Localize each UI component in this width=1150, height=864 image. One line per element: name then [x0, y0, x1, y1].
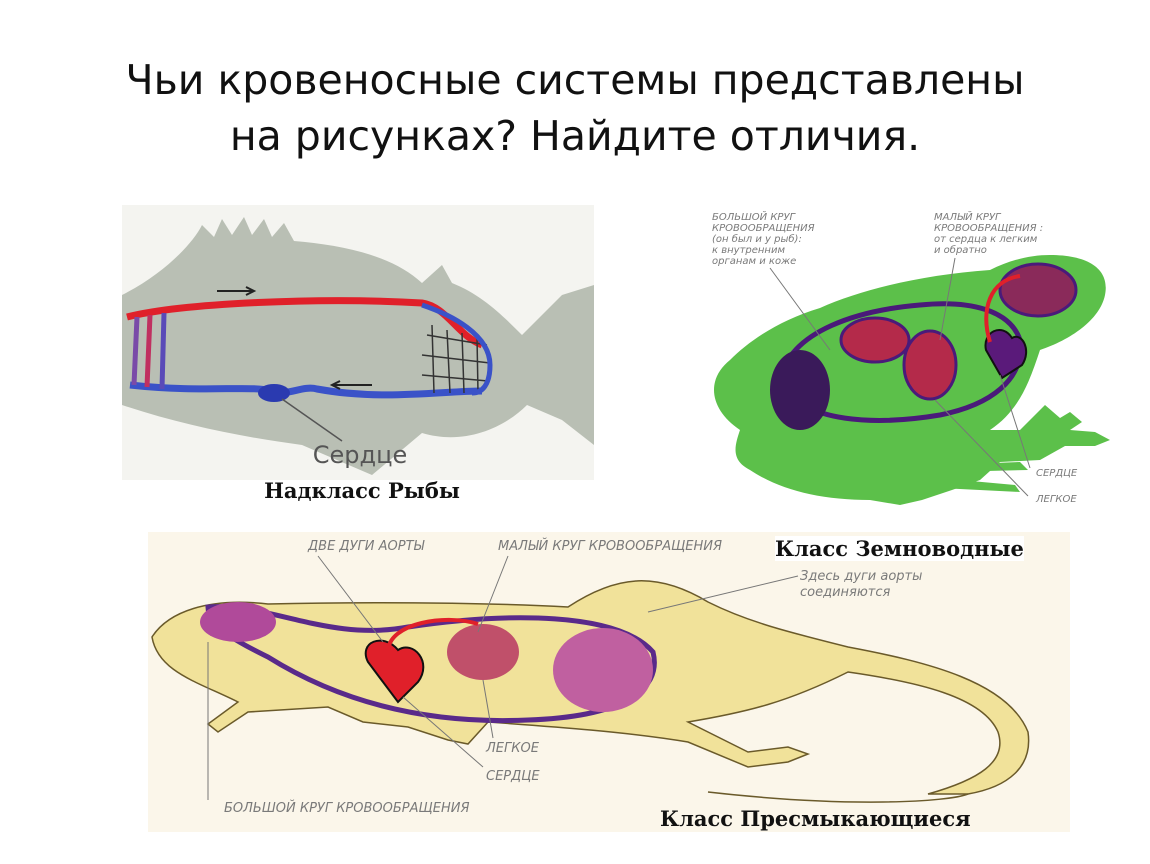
slide-title: Чьи кровеносные системы представлены на …	[0, 52, 1150, 164]
fish-capillary-loop	[421, 302, 493, 396]
fish-caption: Надкласс Рыбы	[264, 478, 460, 503]
fish-heart	[258, 384, 290, 402]
lizard-caption: Класс Пресмыкающиеся	[660, 806, 971, 831]
frog-aorta	[984, 274, 1021, 343]
lizard-join-pointer	[647, 575, 799, 613]
frog-small-pointer	[939, 257, 956, 341]
lizard-heart-label: СЕРДЦЕ	[486, 769, 540, 784]
lizard-head-capillaries	[200, 602, 276, 642]
frog-legs	[938, 462, 1028, 492]
lizard-tail	[707, 791, 969, 803]
lizard-small-circle-label: МАЛЫЙ КРУГ КРОВООБРАЩЕНИЯ	[498, 538, 722, 554]
fish-heart-label: Сердце	[313, 441, 407, 469]
flow-arrow-top	[217, 286, 257, 296]
frog-big-pointer	[769, 267, 831, 351]
frog-lung-left	[839, 316, 911, 364]
lizard-arches-join-2: соединяются	[800, 585, 891, 600]
svg-text:от сердца к легким: от сердца к легким	[934, 234, 1038, 245]
frog-heart-pointer	[999, 374, 1031, 469]
lizard-diagram: ДВЕ ДУГИ АОРТЫ МАЛЫЙ КРУГ КРОВООБРАЩЕНИЯ…	[151, 538, 1030, 816]
lizard-lung	[447, 624, 519, 680]
frog-small-circle-label: МАЛЫЙ КРУГ КРОВООБРАЩЕНИЯ : от сердца к …	[934, 210, 1043, 256]
frog-caption: Класс Земноводные	[775, 536, 1024, 561]
svg-text:и обратно: и обратно	[934, 244, 987, 256]
frog-big-circle-label: БОЛЬШОЙ КРУГ КРОВООБРАЩЕНИЯ (он был и у …	[712, 210, 815, 267]
body-capillaries	[421, 324, 491, 394]
gill-capillaries	[131, 312, 167, 390]
svg-text:БОЛЬШОЙ КРУГ: БОЛЬШОЙ КРУГ	[712, 210, 797, 223]
frog-diagram: БОЛЬШОЙ КРУГ КРОВООБРАЩЕНИЯ (он был и у …	[712, 210, 1110, 505]
lizard-lung-label: ЛЕГКОЕ	[485, 741, 540, 756]
frog-body-capillaries	[770, 350, 830, 430]
lizard-aorta	[386, 617, 479, 653]
fish-silhouette	[122, 217, 594, 475]
frog-lung-right	[902, 329, 958, 401]
fish-diagram: Сердце	[122, 217, 594, 475]
lizard-lung-pointer	[482, 679, 494, 739]
lizard-body-capillaries	[553, 628, 653, 712]
frog-figure: БОЛЬШОЙ КРУГ КРОВООБРАЩЕНИЯ (он был и у …	[690, 200, 1130, 530]
svg-text:КРОВООБРАЩЕНИЯ :: КРОВООБРАЩЕНИЯ :	[934, 223, 1043, 234]
fish-vein	[129, 381, 483, 399]
svg-text:КРОВООБРАЩЕНИЯ: КРОВООБРАЩЕНИЯ	[712, 223, 815, 234]
flow-arrow-bottom	[329, 380, 372, 390]
svg-text:к внутренним: к внутренним	[712, 245, 785, 256]
svg-text:органам и коже: органам и коже	[712, 256, 796, 267]
fish-figure: Сердце	[122, 205, 594, 480]
lizard-two-arches-label: ДВЕ ДУГИ АОРТЫ	[307, 539, 426, 554]
lizard-small-pointer	[477, 555, 509, 633]
frog-head-capillaries	[998, 262, 1078, 318]
svg-text:МАЛЫЙ КРУГ: МАЛЫЙ КРУГ	[934, 210, 1002, 223]
title-line-2: на рисунках? Найдите отличия.	[229, 112, 921, 160]
lizard-arches-pointer	[317, 555, 384, 643]
lizard-heart-pointer	[402, 696, 484, 768]
lizard-big-circle-label: БОЛЬШОЙ КРУГ КРОВООБРАЩЕНИЯ	[224, 800, 470, 816]
frog-lung-pointer	[934, 399, 1029, 497]
lizard-heart	[364, 639, 425, 704]
lizard-figure: ДВЕ ДУГИ АОРТЫ МАЛЫЙ КРУГ КРОВООБРАЩЕНИЯ…	[148, 532, 1070, 832]
frog-lung-label: ЛЕГКОЕ	[1035, 494, 1077, 505]
fish-artery	[126, 297, 484, 349]
frog-heart-label: СЕРДЦЕ	[1036, 468, 1078, 479]
lizard-arches-join-1: Здесь дуги аорты	[800, 569, 922, 584]
title-line-1: Чьи кровеносные системы представлены	[125, 56, 1025, 104]
heart-pointer	[281, 398, 343, 442]
svg-text:(он был и у рыб):: (он был и у рыб):	[712, 233, 802, 245]
